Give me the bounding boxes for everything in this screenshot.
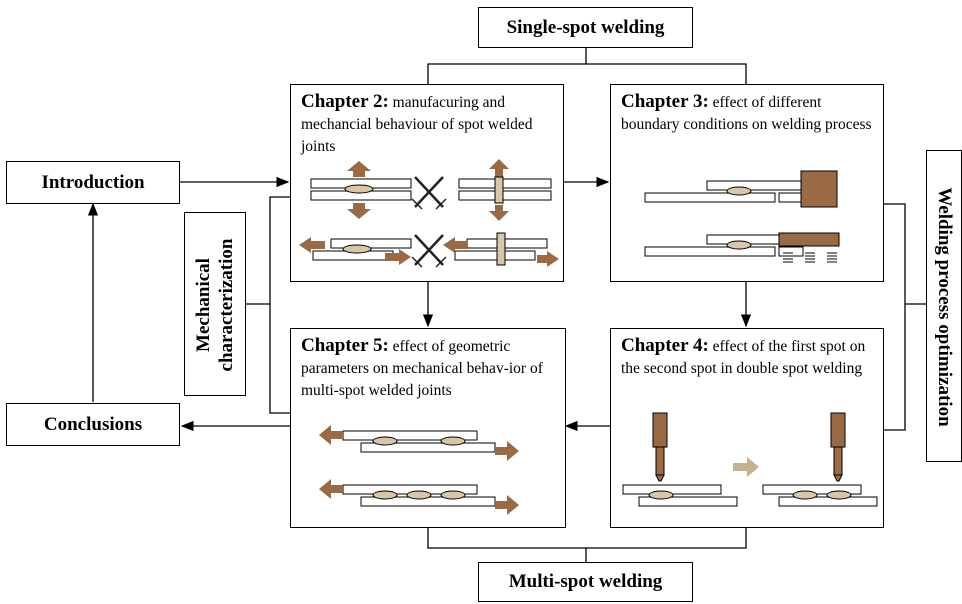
spot-weld-loading-illustration [299,159,559,268]
chapter-4-text: effect of the first spot on the second s… [621,338,866,377]
arrow-right-icon [733,457,759,477]
chapter-5-text: effect of geometric parameters on mechan… [301,338,543,399]
chapter-3-box: Chapter 3: effect of different boundary … [610,84,884,282]
multi-spot-welding-label: Multi-spot welding [478,562,693,602]
double-spot-illustration [622,412,878,507]
chapter-2-text: manufacuring and mechancial behaviour of… [301,94,533,155]
welding-process-optimization-box: Welding process optimization [926,150,962,462]
spring-icon [783,252,837,263]
introduction-text: Introduction [41,171,145,193]
crossed-swords-icon [411,176,447,210]
characterization-text: characterization [216,238,237,372]
chapter-5-title: Chapter 5: [301,335,389,356]
conclusions-box: Conclusions [6,403,180,446]
single-spot-welding-text: Single-spot welding [506,16,665,38]
chapter-4-title: Chapter 4: [621,335,709,356]
chapter-3-text: effect of different boundary conditions … [621,94,872,133]
chapter-2-title: Chapter 2: [301,91,389,112]
boundary-conditions-illustration [644,170,840,263]
multi-spot-joint-illustration [319,425,519,515]
mechanical-text: Mechanical [193,258,214,352]
conclusions-text: Conclusions [43,413,143,435]
mechanical-characterization-box: Mechanical characterization [184,212,246,396]
chapter-5-box: Chapter 5: effect of geometric parameter… [290,328,566,528]
welding-process-optimization-text: Welding process optimization [934,187,956,427]
single-spot-welding-label: Single-spot welding [478,7,693,48]
electrode-icon [652,412,668,482]
chapter-2-box: Chapter 2: manufacuring and mechancial b… [290,84,564,282]
introduction-box: Introduction [6,161,180,204]
multi-spot-welding-text: Multi-spot welding [508,571,663,592]
chapter-4-box: Chapter 4: effect of the first spot on t… [610,328,884,528]
chapter-3-title: Chapter 3: [621,91,709,112]
